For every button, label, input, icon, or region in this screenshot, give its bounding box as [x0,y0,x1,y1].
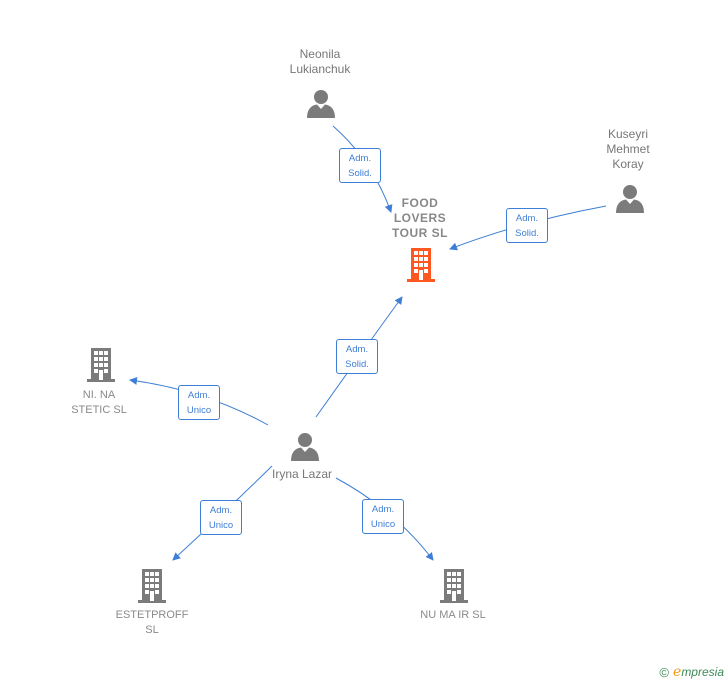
node-label-food-lovers[interactable]: FOOD LOVERS TOUR SL [392,196,448,240]
person-icon[interactable] [290,431,320,461]
edge-label-line2: Unico [208,520,234,531]
edge-label-iryna-food[interactable]: Adm. Solid. [336,339,378,374]
edge-label-iryna-estet[interactable]: Adm. Unico [200,500,242,535]
edge-label-iryna-nina[interactable]: Adm. Unico [178,385,220,420]
building-icon[interactable] [405,248,437,282]
node-label-estetproff[interactable]: ESTETPROFF SL [115,609,189,636]
edge-label-iryna-numa[interactable]: Adm. Unico [362,499,404,534]
edge-label-line1: Adm. [345,344,369,355]
empresia-logo: empresia [673,664,724,680]
brand-watermark[interactable]: © empresia [659,664,724,680]
edge-label-neonila-food[interactable]: Adm. Solid. [339,148,381,183]
person-icon[interactable] [615,183,645,213]
edge-label-line2: Unico [186,405,212,416]
node-label-nu-ma[interactable]: NU MA IR SL [420,609,486,621]
edge-label-line2: Solid. [345,359,369,370]
node-label-kuseyri[interactable]: Kuseyri Mehmet Koray [606,127,650,171]
edge-label-line2: Solid. [348,168,372,179]
node-label-ni-na[interactable]: NI. NA STETIC SL [71,389,127,416]
edge-label-line1: Adm. [348,153,372,164]
edge-label-line1: Adm. [209,505,233,516]
edge-label-line1: Adm. [187,390,211,401]
building-icon[interactable] [438,569,470,603]
building-icon[interactable] [136,569,168,603]
edge-label-kuseyri-food[interactable]: Adm. Solid. [506,208,548,243]
edge-label-line2: Solid. [515,228,539,239]
edge-label-line1: Adm. [515,213,539,224]
edge-label-line2: Unico [370,519,396,530]
copyright-symbol: © [659,664,670,680]
node-label-neonila[interactable]: Neonila Lukianchuk [289,47,351,76]
edge-label-line1: Adm. [371,504,395,515]
person-icon[interactable] [306,88,336,118]
building-icon[interactable] [85,348,117,382]
node-label-iryna[interactable]: Iryna Lazar [271,467,333,481]
